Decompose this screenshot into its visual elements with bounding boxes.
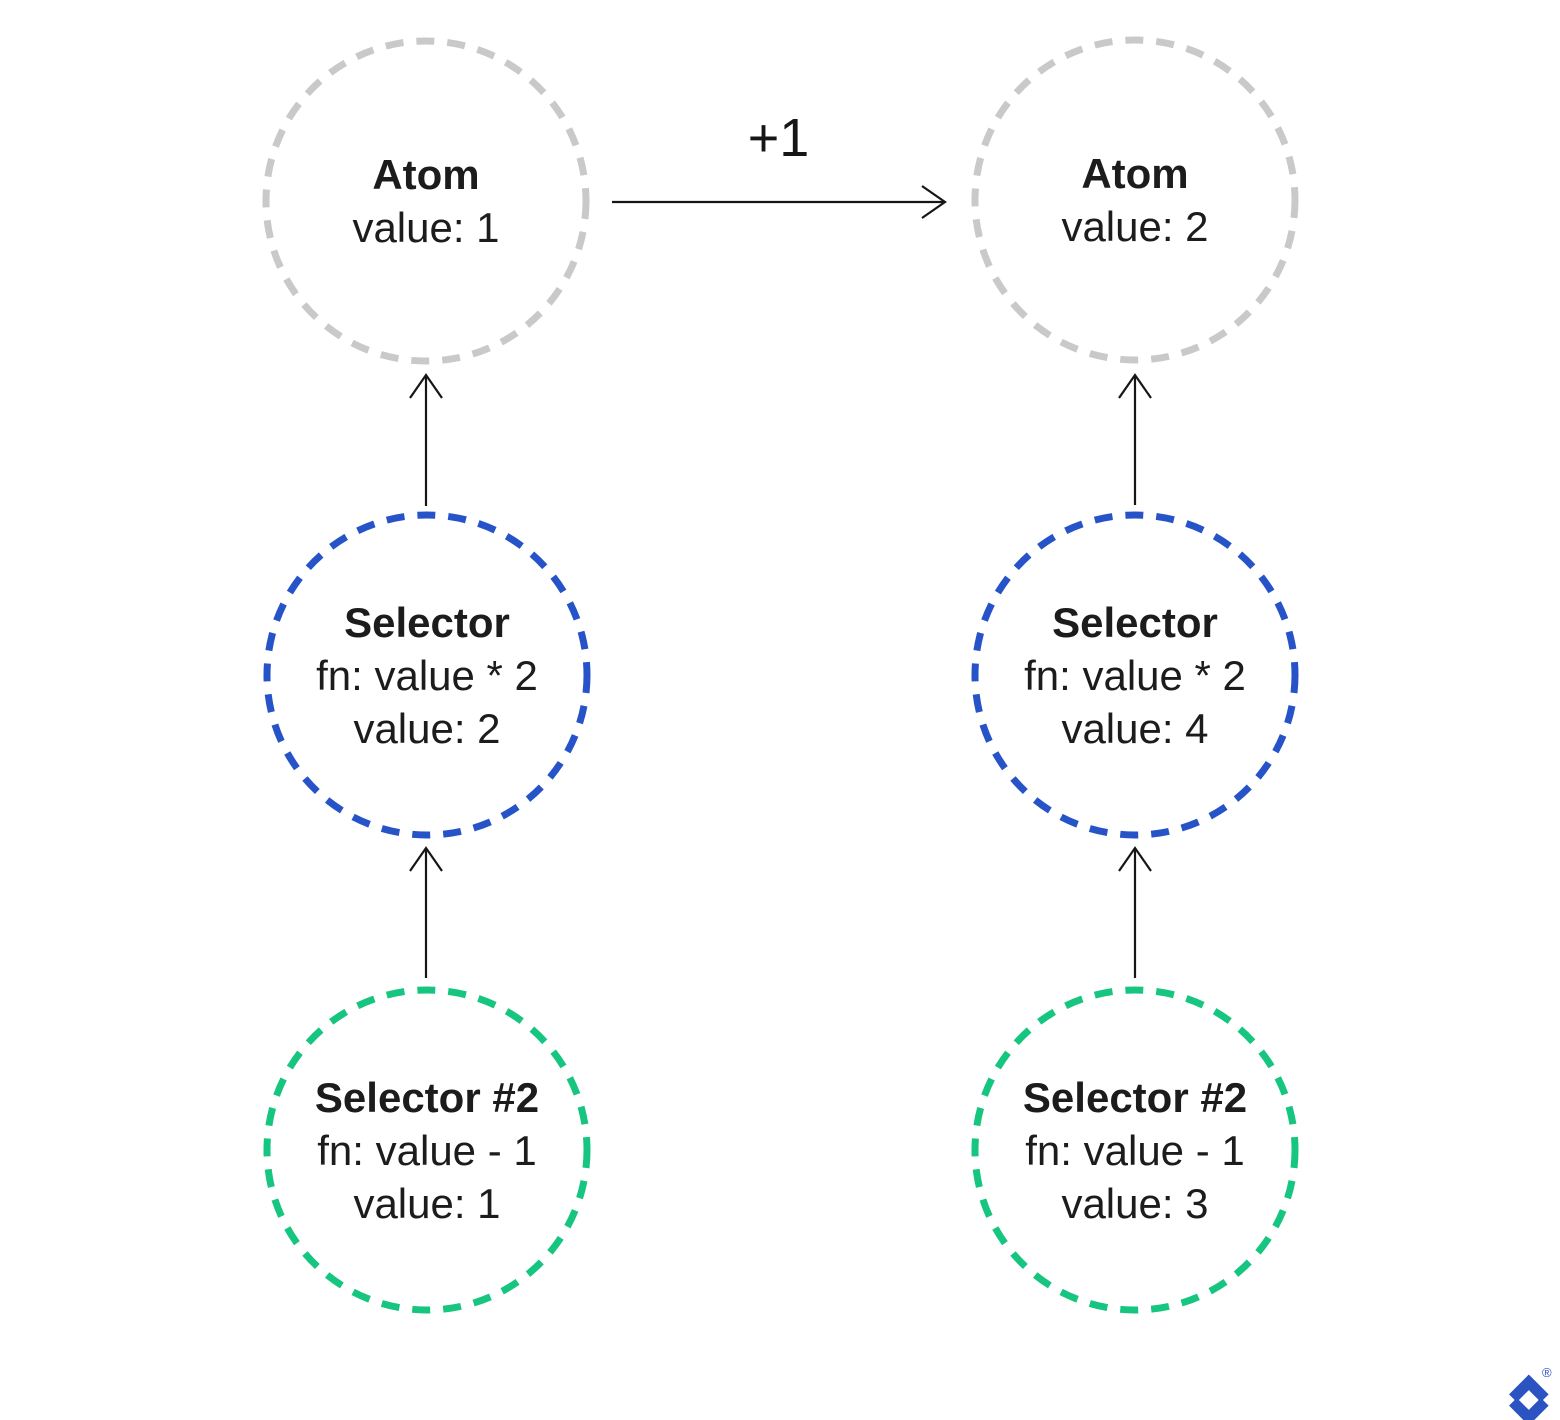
node-selector2-right: Selector #2 fn: value - 1 value: 3 bbox=[970, 985, 1300, 1315]
node-fn-line: fn: value * 2 bbox=[1024, 651, 1246, 699]
node-atom-right: Atom value: 2 bbox=[970, 35, 1300, 365]
atom-dashed-circle bbox=[971, 36, 1299, 364]
arrow-left-selector-to-atom bbox=[409, 373, 443, 506]
node-title: Selector bbox=[344, 598, 510, 646]
node-title: Selector bbox=[1052, 598, 1218, 646]
node-value-line: value: 3 bbox=[1061, 1179, 1209, 1227]
node-selector-left: Selector fn: value * 2 value: 2 bbox=[262, 510, 592, 840]
arrow-right-selector-to-atom bbox=[1118, 373, 1152, 505]
toptal-mark-icon bbox=[1509, 1374, 1549, 1420]
node-title: Selector #2 bbox=[314, 1073, 540, 1121]
edge-label-plus-one: +1 bbox=[747, 108, 810, 168]
atom-dashed-circle bbox=[262, 37, 590, 365]
node-fn-line: fn: value * 2 bbox=[316, 651, 538, 699]
node-value-line: value: 1 bbox=[352, 204, 500, 251]
arrow-atom-to-atom bbox=[612, 185, 947, 219]
node-fn-line: fn: value - 1 bbox=[1025, 1126, 1245, 1174]
node-selector-right: Selector fn: value * 2 value: 4 bbox=[970, 510, 1300, 840]
node-title: Selector #2 bbox=[1022, 1073, 1248, 1121]
arrow-left-selector2-to-selector bbox=[409, 846, 443, 978]
node-title: Atom bbox=[372, 151, 480, 198]
selector2-dashed-circle bbox=[971, 986, 1299, 1314]
selector2-dashed-circle bbox=[263, 986, 591, 1314]
node-selector2-left: Selector #2 fn: value - 1 value: 1 bbox=[262, 985, 592, 1315]
arrow-right-selector2-to-selector bbox=[1118, 846, 1152, 978]
node-value-line: value: 2 bbox=[353, 704, 501, 752]
node-value-line: value: 4 bbox=[1061, 704, 1209, 752]
node-title: Atom bbox=[1081, 150, 1189, 197]
node-value-line: value: 1 bbox=[353, 1179, 501, 1227]
node-atom-left: Atom value: 1 bbox=[261, 36, 591, 366]
node-fn-line: fn: value - 1 bbox=[317, 1126, 537, 1174]
registered-trademark-symbol: ® bbox=[1542, 1365, 1552, 1380]
node-value-line: value: 2 bbox=[1061, 203, 1209, 250]
toptal-logo: ® bbox=[1509, 1365, 1552, 1420]
selector-dashed-circle bbox=[971, 511, 1299, 839]
selector-dashed-circle bbox=[263, 511, 591, 839]
